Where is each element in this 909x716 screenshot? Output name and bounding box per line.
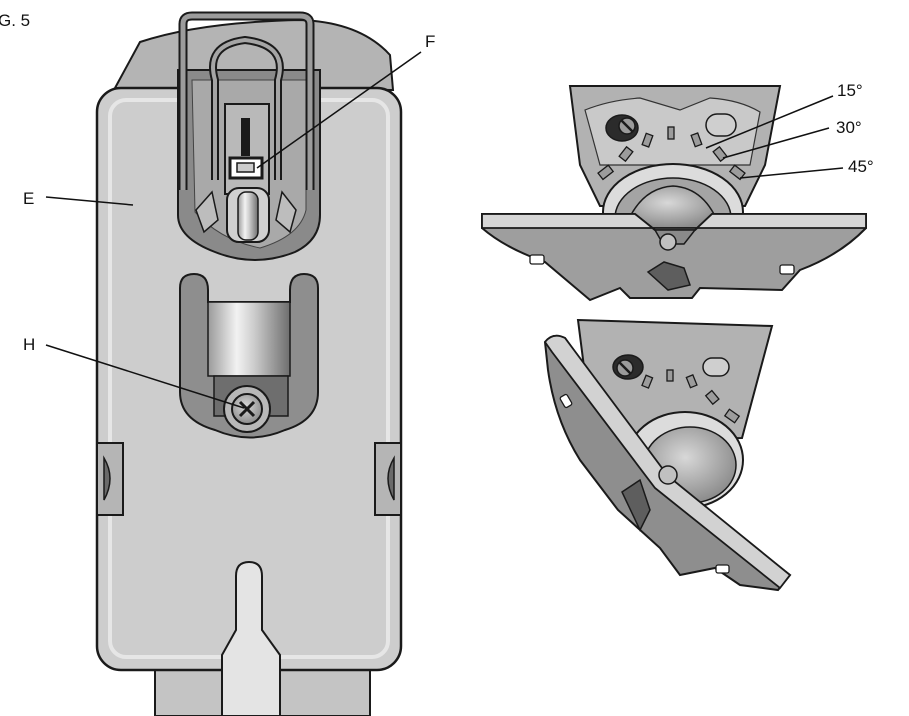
blade-clamp-bar	[241, 118, 250, 156]
angle-ticks-lower	[641, 369, 741, 424]
roller-guide	[226, 187, 270, 243]
leader-45	[739, 167, 844, 179]
side-clip-left	[96, 442, 124, 516]
leader-15	[705, 95, 834, 149]
support-rod	[207, 301, 291, 377]
leader-f	[256, 51, 422, 169]
label-h: H	[23, 335, 35, 354]
side-clip-right	[374, 442, 402, 516]
screw-h	[223, 385, 271, 433]
leader-30	[722, 127, 830, 159]
leader-e	[45, 196, 134, 206]
label-e: E	[23, 189, 34, 208]
figure-title: G. 5	[0, 11, 30, 30]
label-15-degrees: 15°	[837, 81, 863, 100]
leader-h	[45, 344, 245, 409]
bevel-scale-tilted-view	[543, 318, 792, 592]
base-plate-bottom-view	[95, 11, 403, 716]
pivot-bolt	[605, 114, 639, 142]
label-f: F	[425, 32, 435, 51]
angle-ticks	[597, 126, 746, 181]
pivot-bolt-lower	[612, 354, 644, 380]
bevel-scale-level-view	[481, 85, 867, 302]
blade-slot	[221, 560, 281, 716]
leader-lines	[45, 51, 844, 409]
label-30-degrees: 30°	[836, 118, 862, 137]
label-45-degrees: 45°	[848, 157, 874, 176]
